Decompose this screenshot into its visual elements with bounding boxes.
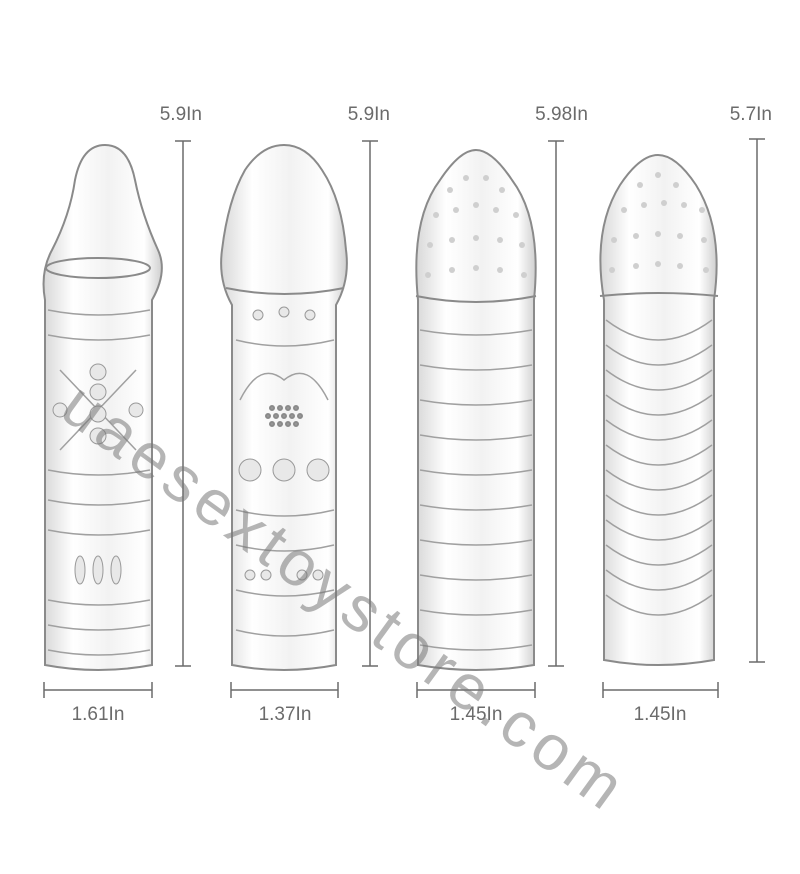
width-label-1: 1.61In	[71, 704, 125, 725]
sleeve-4	[599, 153, 719, 666]
width-label-2: 1.37In	[258, 704, 312, 725]
product-silhouettes	[42, 138, 765, 698]
height-label-1: 5.9In	[159, 104, 202, 125]
height-label-2: 5.9In	[347, 104, 390, 125]
width-dimension-lines	[43, 682, 719, 698]
height-label-4: 5.7In	[729, 104, 772, 125]
sleeve-1	[42, 143, 163, 671]
width-label-4: 1.45In	[633, 704, 687, 725]
product-image: 5.9In 5.9In 5.98In 5.7In 1.61In 1.37In 1…	[42, 104, 772, 826]
sleeve-2	[220, 143, 348, 671]
height-label-3: 5.98In	[535, 104, 588, 125]
sleeve-3	[415, 148, 537, 671]
width-label-3: 1.45In	[449, 704, 503, 725]
height-dimension-lines	[175, 138, 765, 667]
